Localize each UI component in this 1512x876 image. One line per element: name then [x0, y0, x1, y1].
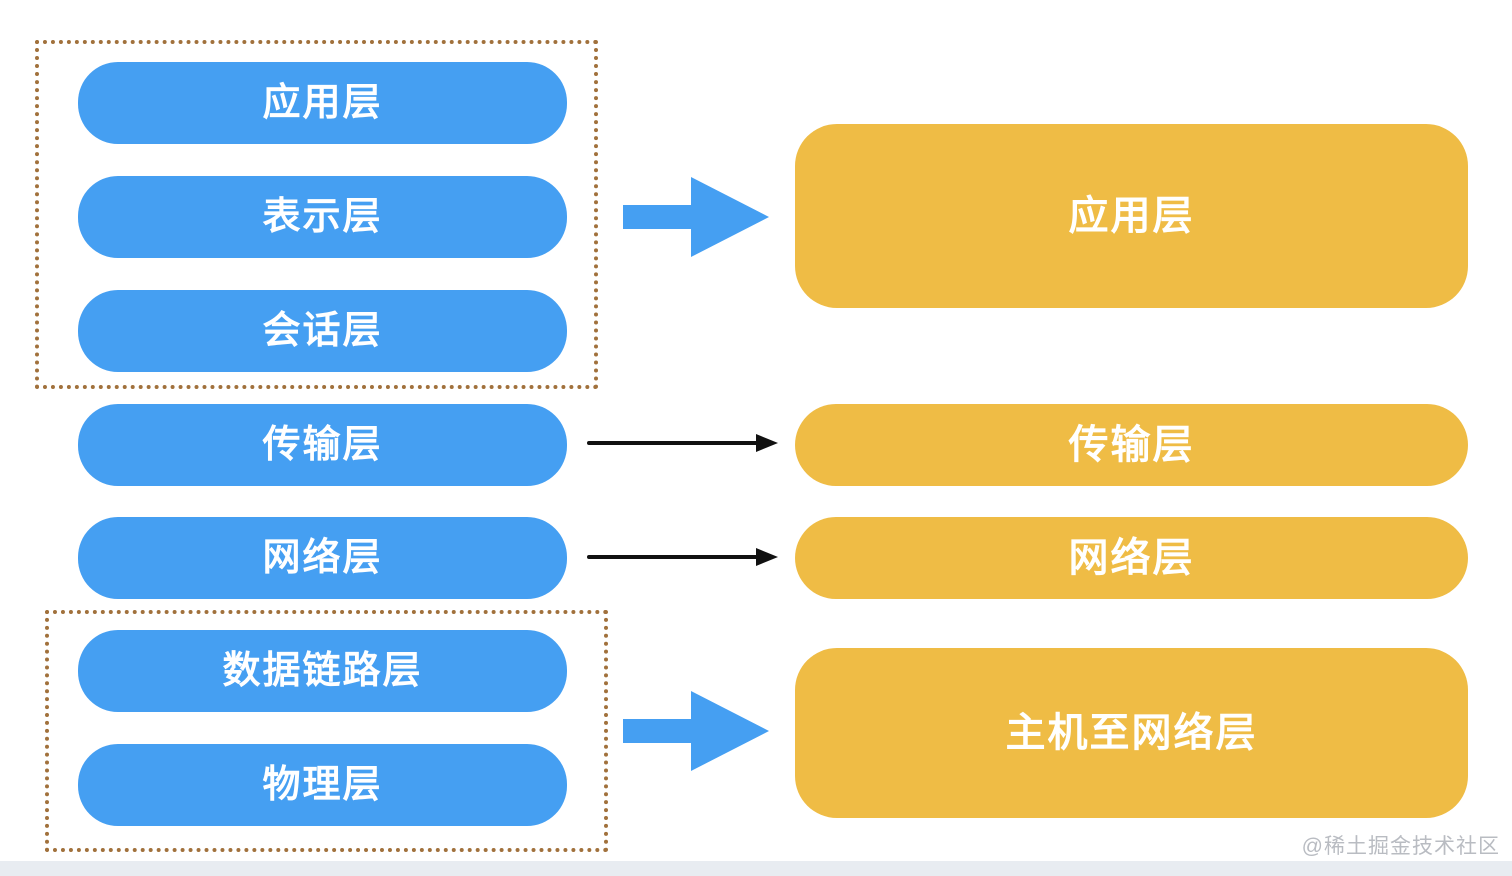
- osi-lower-group-outline: [45, 610, 608, 852]
- osi-box-network: 网络层: [78, 517, 567, 599]
- tcpip-box-transport: 传输层: [795, 404, 1468, 486]
- osi-box-datalink: 数据链路层: [78, 630, 567, 712]
- arrow-network-to-network-icon: [587, 541, 778, 573]
- arrow-head: [691, 177, 769, 257]
- arrow-head: [756, 434, 778, 452]
- arrow-lower-group-to-host-network-icon: [623, 691, 769, 771]
- bottom-edge-strip: [0, 861, 1512, 876]
- arrow-head: [691, 691, 769, 771]
- arrow-shaft: [623, 205, 694, 229]
- tcpip-box-network: 网络层: [795, 517, 1468, 599]
- osi-upper-group-outline: [35, 40, 598, 389]
- watermark-juejin: @稀土掘金技术社区: [1301, 835, 1500, 858]
- osi-box-session: 会话层: [78, 290, 567, 372]
- arrow-line: [587, 555, 761, 559]
- arrow-transport-to-transport-icon: [587, 427, 778, 459]
- osi-box-presentation: 表示层: [78, 176, 567, 258]
- osi-box-physical: 物理层: [78, 744, 567, 826]
- tcpip-box-application: 应用层: [795, 124, 1468, 308]
- arrow-line: [587, 441, 761, 445]
- arrow-shaft: [623, 719, 694, 743]
- arrow-upper-group-to-application-icon: [623, 177, 769, 257]
- osi-box-transport: 传输层: [78, 404, 567, 486]
- arrow-head: [756, 548, 778, 566]
- tcpip-box-host-to-network: 主机至网络层: [795, 648, 1468, 818]
- osi-box-application: 应用层: [78, 62, 567, 144]
